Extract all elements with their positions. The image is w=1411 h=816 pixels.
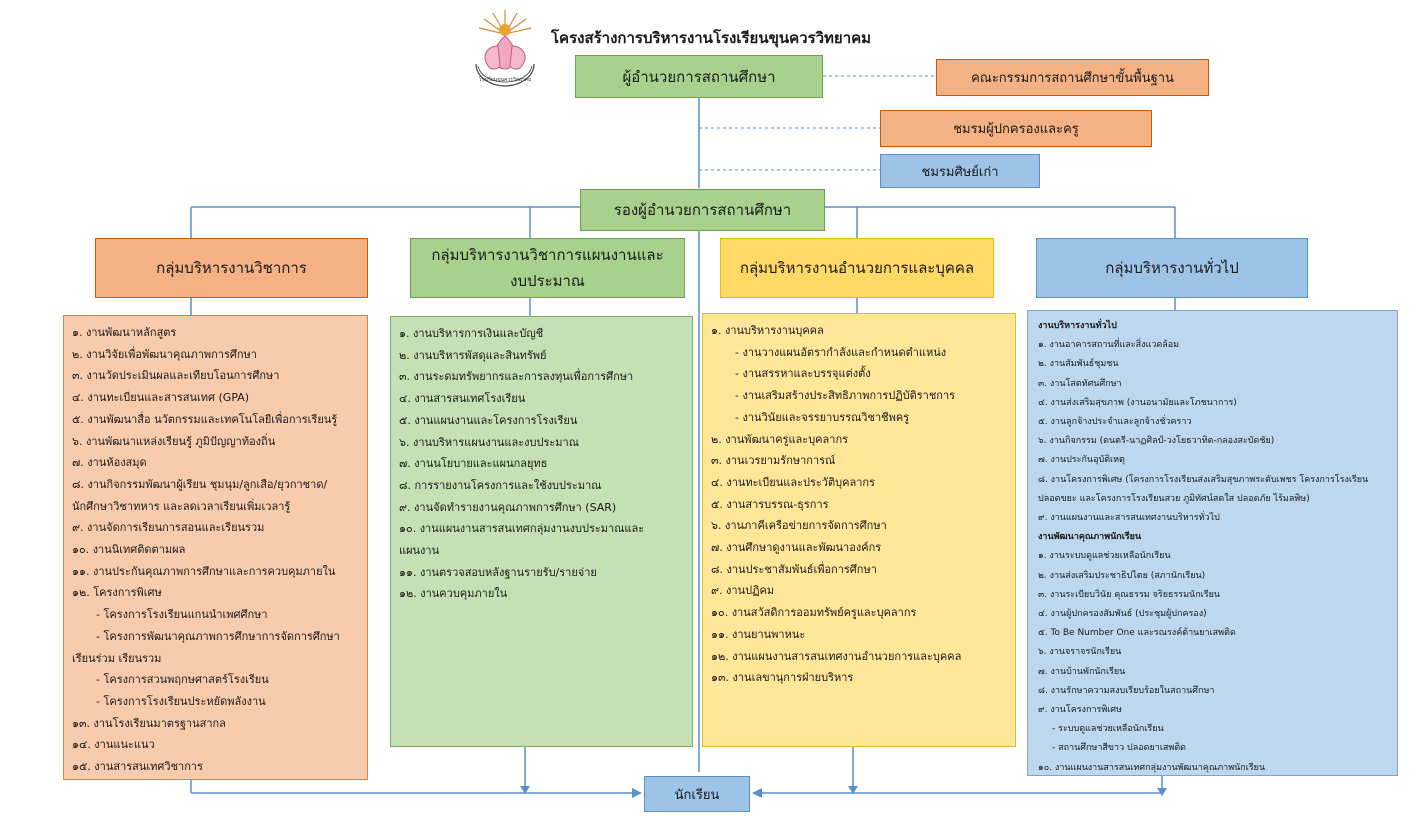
list-item: - งานสรรหาและบรรจุแต่งตั้ง	[735, 367, 871, 381]
list-item: ๘. งานรักษาความสงบเรียบร้อยในสถานศึกษา	[1038, 685, 1215, 696]
students-box: นักเรียน	[644, 776, 750, 812]
list-item: ๓. งานระเบียบวินัย คุณธรรม จริยธรรมนักเร…	[1038, 589, 1220, 600]
list-item: ๑๑. งานยานพาหนะ	[711, 627, 806, 641]
academic-task-list: ๑. งานพัฒนาหลักสูตร๒. งานวิจัยเพื่อพัฒนา…	[63, 315, 368, 780]
list-item: ๑๓. งานเลขานุการฝ่ายบริหาร	[711, 671, 854, 685]
list-item: ๑๐. งานสวัสดิการออมทรัพย์ครูและบุคลากร	[711, 606, 917, 620]
list-item: แผนงาน	[399, 544, 440, 558]
list-item: ๗. งานบ้านพักนักเรียน	[1038, 666, 1126, 677]
list-item: ๔. งานทะเบียนและประวัติบุคลากร	[711, 475, 875, 489]
list-item: ๔. งานส่งเสริมสุขภาพ (งานอนามัยและโภชนาก…	[1038, 397, 1237, 408]
list-item: ๒. งานบริหารพัสดุและสินทรัพย์	[399, 348, 547, 362]
list-item: ๘. งานกิจกรรมพัฒนาผู้เรียน ชุมนุม/ลูกเสื…	[72, 477, 328, 491]
group-header-general: กลุ่มบริหารงานทั่วไป	[1036, 238, 1308, 298]
list-item: ๙. งานปฏิคม	[711, 584, 775, 598]
list-item: ๑๓. งานโรงเรียนมาตรฐานสากล	[72, 716, 226, 730]
group-header-budget-line2: งบประมาณ	[510, 272, 585, 290]
list-item: ๖. งานบริหารแผนงานและงบประมาณ	[399, 435, 579, 449]
director-box: ผู้อำนวยการสถานศึกษา	[575, 55, 823, 98]
group-header-budget-line1: กลุ่มบริหารงานวิชาการแผนงานและ	[431, 246, 664, 264]
list-item: ๒. งานส่งเสริมประชาธิปไตย (สภานักเรียน)	[1038, 570, 1206, 581]
list-item: ๓. งานวัดประเมินผลและเทียบโอนการศึกษา	[72, 369, 280, 383]
list-item: ๗. งานศึกษาดูงานและพัฒนาองค์กร	[711, 541, 882, 555]
list-item: เรียนร่วม เรียนรวม	[72, 651, 162, 665]
list-item: ๕. งานสารบรรณ-ธุรการ	[711, 497, 829, 511]
group-header-personnel: กลุ่มบริหารงานอำนวยการและบุคคล	[720, 238, 994, 298]
list-item: ๑๑. งานตรวจสอบหลังฐานรายรับ/รายจ่าย	[399, 565, 597, 579]
list-item: ๑. งานบริหารงานบุคคล	[711, 324, 824, 337]
list-item: ๗. งานประกันอุบัติเหตุ	[1038, 455, 1125, 466]
list-item: ๕. งานลูกจ้างประจำและลูกจ้างชั่วคราว	[1038, 417, 1192, 428]
school-emblem-icon	[475, 10, 535, 87]
list-item: ๖. งานภาคีเครือข่ายการจัดการศึกษา	[711, 519, 887, 533]
group-header-budget: กลุ่มบริหารงานวิชาการแผนงานและ งบประมาณ	[410, 238, 685, 298]
list-item: - สถานศึกษาสีขาว ปลอดยาเสพติด	[1052, 743, 1187, 754]
list-item: ๖. งานกิจกรรม (ดนตรี-นาฏศิลป์-วงโยธวาทิต…	[1038, 436, 1275, 447]
list-item: ๘. งานโครงการพิเศษ (โครงการโรงเรียนส่งเส…	[1038, 474, 1369, 485]
list-item: ๖. งานจราจรนักเรียน	[1038, 647, 1122, 658]
list-item: ๑. งานบริหารการเงินและบัญชี	[399, 327, 544, 340]
list-item: - โครงการโรงเรียนแกนนำเพศศึกษา	[96, 608, 268, 622]
list-item: ๒. งานสัมพันธ์ชุมชน	[1038, 359, 1119, 370]
list-item: - โครงการสวนพฤกษศาสตร์โรงเรียน	[96, 673, 269, 687]
list-item: งานบริหารงานทั่วไป	[1038, 321, 1117, 331]
list-item: - งานวางแผนอัตรากำลังและกำหนดตำแหน่ง	[735, 345, 947, 359]
list-item: ๑๕. งานสารสนเทศวิชาการ	[72, 760, 203, 774]
list-item: ๙. งานโครงการพิเศษ	[1038, 705, 1122, 716]
list-item: - โครงการโรงเรียนประหยัดพลังงาน	[96, 694, 266, 708]
logo-text: โรงเรียนขุนควรวิทยาคม	[478, 77, 532, 83]
board-box: คณะกรรมการสถานศึกษาขั้นพื้นฐาน	[936, 59, 1209, 96]
list-item: ๑๒. โครงการพิเศษ	[72, 586, 162, 600]
list-item: ๗. งานห้องสมุด	[72, 456, 147, 470]
list-item: งานพัฒนาคุณภาพนักเรียน	[1038, 532, 1142, 543]
list-item: ๗. งานนโยบายและแผนกลยุทธ	[399, 457, 548, 471]
list-item: ๑๔. งานแนะแนว	[72, 738, 155, 752]
list-item: - ระบบดูแลช่วยเหลือนักเรียน	[1052, 724, 1164, 735]
page-title: โครงสร้างการบริหารงานโรงเรียนขุนควรวิทยา…	[551, 29, 872, 47]
list-item: ๑๐. งานแผนงานสารสนเทศกลุ่มงานงบประมาณและ	[399, 522, 645, 536]
list-item: ๔. งานสารสนเทศโรงเรียน	[399, 392, 526, 406]
list-item: ๑๒. งานแผนงานสารสนเทศงานอำนวยการและบุคคล	[711, 649, 962, 663]
list-item: ๓. งานเวรยามรักษาการณ์	[711, 454, 836, 468]
alumni-club-box: ชมรมศิษย์เก่า	[880, 154, 1040, 188]
list-item: ๔. งานผู้ปกครองสัมพันธ์ (ประชุมผู้ปกครอง…	[1038, 609, 1207, 620]
list-item: ๒. งานพัฒนาครูและบุคลากร	[711, 432, 849, 446]
list-item: นักศึกษาวิชาทหาร และลดเวลาเรียนเพิ่มเวลา…	[72, 499, 291, 513]
list-item: ๕. งานพัฒนาสื่อ นวัตกรรมและเทคโนโลยีเพื่…	[72, 412, 338, 426]
school-logo: โรงเรียนขุนควรวิทยาคม	[468, 6, 542, 90]
list-item: ๔. งานทะเบียนและสารสนเทศ (GPA)	[72, 391, 250, 405]
personnel-task-list: ๑. งานบริหารงานบุคคล - งานวางแผนอัตรากำลั…	[702, 313, 1016, 747]
list-item: ๑. งานระบบดูแลช่วยเหลือนักเรียน	[1038, 551, 1171, 562]
budget-task-list: ๑. งานบริหารการเงินและบัญชี๒. งานบริหารพ…	[390, 316, 693, 747]
list-item: ๑๐. งานนิเทศติดตามผล	[72, 543, 186, 557]
list-item: ๘. งานประชาสัมพันธ์เพื่อการศึกษา	[711, 562, 877, 576]
list-item: ๑๒. งานควบคุมภายใน	[399, 587, 508, 601]
list-item: ๙. งานแผนงานและสารสนเทศงานบริหารทั่วไป	[1038, 513, 1220, 524]
list-item: ๙. งานจัดการเรียนการสอนและเรียนรวม	[72, 521, 265, 535]
deputy-box: รองผู้อำนวยการสถานศึกษา	[580, 189, 825, 231]
list-item: - งานวินัยและจรรยาบรรณวิชาชีพครู	[735, 410, 910, 424]
list-item: ๕. งานแผนงานและโครงการโรงเรียน	[399, 413, 578, 427]
list-item: ๙. งานจัดทำรายงานคุณภาพการศึกษา (SAR)	[399, 500, 617, 514]
list-item: - งานเสริมสร้างประสิทธิภาพการปฏิบัติราชก…	[735, 389, 956, 403]
list-item: ๒. งานวิจัยเพื่อพัฒนาคุณภาพการศึกษา	[72, 347, 257, 361]
general-task-list: งานบริหารงานทั่วไป๑. งานอาคารสถานที่และส…	[1027, 310, 1398, 776]
list-item: ๑. งานอาคารสถานที่และสิ่งแวดล้อม	[1038, 340, 1180, 351]
list-item: ๑. งานพัฒนาหลักสูตร	[72, 326, 177, 339]
list-item: - โครงการพัฒนาคุณภาพการศึกษาการจัดการศึก…	[96, 629, 340, 643]
list-item: ๘. การรายงานโครงการและใช้งบประมาณ	[399, 478, 602, 492]
list-item: ๑๐. งานแผนงานสารสนเทศกลุ่มงานพัฒนาคุณภาพ…	[1038, 762, 1266, 773]
list-item: ๑๑. งานประกันคุณภาพการศึกษาและการควบคุมภ…	[72, 564, 336, 578]
list-item: ๓. งานระดมทรัพยากรและการลงทุนเพื่อการศึก…	[399, 370, 634, 384]
list-item: ๖. งานพัฒนาแหล่งเรียนรู้ ภูมิปัญญาท้องถิ…	[72, 434, 276, 448]
group-header-academic: กลุ่มบริหารงานวิชาการ	[95, 238, 368, 298]
parents-club-box: ชมรมผู้ปกครองและครู	[880, 110, 1152, 147]
list-item: ปลอดขยะ และโครงการโรงเรียนสวย ภูมิทัศน์ส…	[1038, 493, 1310, 504]
list-item: ๕. To Be Number One และรณรงค์ต้านยาเสพติ…	[1038, 628, 1236, 639]
list-item: ๓. งานโสตทัศนศึกษา	[1038, 378, 1122, 389]
